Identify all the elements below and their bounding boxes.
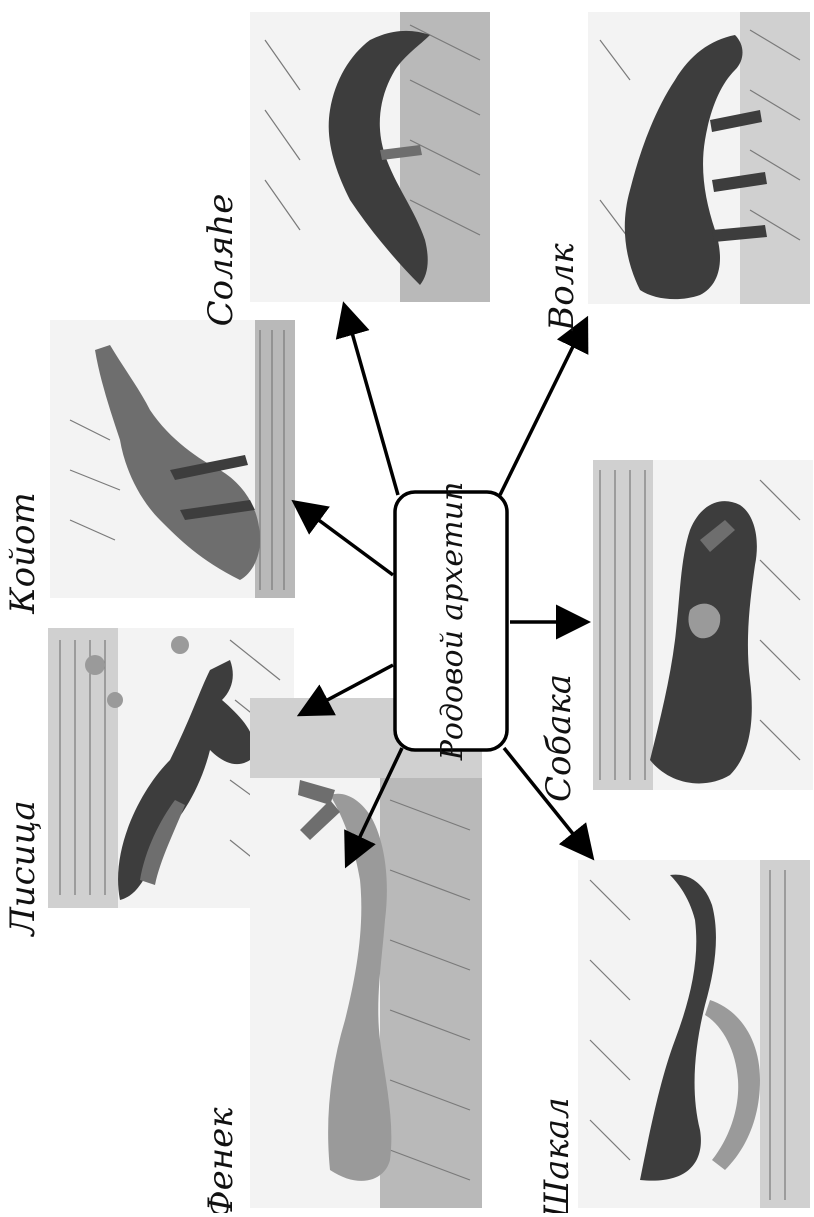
illustration-fennec <box>250 698 482 1208</box>
arrow-to-sable <box>345 308 398 495</box>
illustration-coyote <box>50 320 295 598</box>
label-sable: Соляhe <box>201 194 241 327</box>
label-wolf: Волк <box>542 243 582 332</box>
center-node: Родовой архетип <box>395 482 507 762</box>
center-label: Родовой архетип <box>435 482 470 762</box>
label-jackal: Шакал <box>537 1097 577 1213</box>
label-fennec: Фенек <box>201 1107 241 1213</box>
label-fox: Лисица <box>3 800 43 937</box>
arrow-to-coyote <box>297 504 393 575</box>
label-dog: Собака <box>539 674 579 802</box>
label-coyote: Койот <box>3 492 43 614</box>
illustration-dog <box>593 460 813 790</box>
arrow-to-wolf <box>500 322 585 495</box>
illustration-wolf <box>588 12 810 304</box>
illustration-jackal <box>578 860 810 1208</box>
illustration-sable <box>250 12 490 302</box>
